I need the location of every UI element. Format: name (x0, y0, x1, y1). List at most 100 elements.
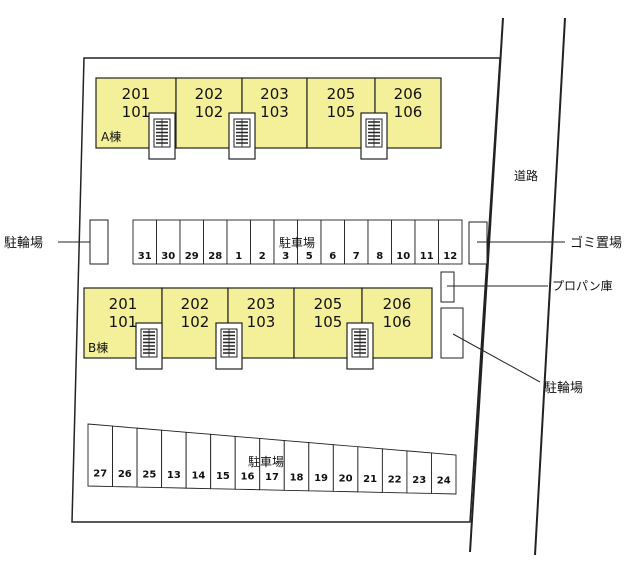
parking-space-14: 14 (185, 431, 212, 490)
parking-space-10: 10 (391, 219, 416, 265)
parking-space-number: 31 (138, 251, 152, 262)
unit-number-lower: 101 (122, 103, 151, 121)
stair-icon (135, 322, 163, 370)
garbage-label: ゴミ置場 (570, 235, 622, 251)
parking-space-number: 25 (142, 469, 156, 480)
parking-space-25: 25 (136, 427, 163, 489)
parking-space-21: 21 (357, 446, 383, 493)
propane-storage (440, 271, 455, 303)
parking-space-number: 10 (396, 251, 410, 262)
parking-space-22: 22 (381, 448, 408, 494)
unit-number-upper: 201 (122, 85, 151, 103)
unit-number-lower: 101 (109, 313, 138, 331)
parking-space-number: 24 (437, 476, 451, 487)
unit-number-lower: 103 (260, 103, 289, 121)
parking-space-number: 29 (185, 251, 199, 262)
parking-space-6: 6 (320, 219, 345, 265)
parking-space-13: 13 (161, 429, 187, 489)
unit-number-upper: 203 (247, 295, 276, 313)
parking-space-2: 2 (250, 219, 275, 265)
parking-space-number: 22 (388, 475, 402, 486)
parking-space-number: 1 (235, 251, 242, 262)
building-b-label: B棟 (88, 340, 108, 355)
unit-number-lower: 105 (314, 313, 343, 331)
parking-space-24: 24 (431, 452, 457, 495)
unit-number-lower: 102 (181, 313, 210, 331)
parking-space-number: 6 (329, 251, 336, 262)
parking-bottom: 27 26 25 13 14 15 16 17 18 19 20 21 22 23 24 (87, 423, 457, 495)
road-edge-right (534, 17, 566, 556)
unit-number-upper: 205 (327, 85, 356, 103)
unit-number-lower: 106 (383, 313, 412, 331)
unit-number-lower: 105 (327, 103, 356, 121)
parking-space-number: 26 (118, 469, 132, 480)
parking-middle-label: 駐車場 (279, 235, 315, 250)
parking-space-number: 7 (353, 251, 360, 262)
parking-space-19: 19 (308, 442, 334, 492)
unit-number-upper: 205 (314, 295, 343, 313)
parking-space-number: 17 (265, 472, 279, 483)
parking-space-number: 23 (412, 475, 426, 486)
parking-space-number: 14 (191, 470, 205, 481)
unit-number-lower: 106 (394, 103, 423, 121)
parking-space-number: 30 (161, 251, 175, 262)
unit-number-upper: 202 (181, 295, 210, 313)
propane-label: プロパン庫 (552, 279, 613, 293)
bicycle-left-label: 駐輪場 (4, 235, 43, 251)
stair-icon (228, 112, 256, 160)
garbage-area (468, 221, 488, 265)
bicycle-parking-left (89, 219, 109, 265)
parking-space-12: 12 (438, 219, 463, 265)
stair-icon (148, 112, 176, 160)
parking-space-number: 8 (376, 251, 383, 262)
parking-space-3: 3 (273, 219, 298, 265)
stair-icon (346, 322, 374, 370)
parking-space-number: 20 (339, 474, 353, 485)
parking-space-28: 28 (203, 219, 228, 265)
parking-space-15: 15 (210, 433, 236, 490)
parking-space-number: 19 (314, 473, 328, 484)
parking-space-29: 29 (179, 219, 204, 265)
parking-space-number: 16 (241, 471, 255, 482)
parking-bottom-label: 駐車場 (248, 454, 284, 469)
parking-space-number: 15 (216, 471, 230, 482)
parking-space-27: 27 (87, 423, 113, 487)
unit-number-upper: 206 (394, 85, 423, 103)
bicycle-parking-right (440, 307, 464, 359)
parking-space-30: 30 (156, 219, 181, 265)
parking-space-number: 18 (290, 473, 304, 484)
parking-space-number: 12 (443, 251, 457, 262)
parking-space-8: 8 (367, 219, 392, 265)
building-a-label: A棟 (101, 129, 121, 144)
parking-space-number: 2 (259, 251, 266, 262)
parking-space-31: 31 (132, 219, 157, 265)
parking-space-1: 1 (226, 219, 251, 265)
unit-number-lower: 103 (247, 313, 276, 331)
road-label: 道路 (514, 168, 538, 183)
unit-number-upper: 201 (109, 295, 138, 313)
parking-space-7: 7 (344, 219, 369, 265)
stair-icon (360, 112, 388, 160)
parking-space-20: 20 (332, 444, 359, 493)
parking-space-number: 21 (363, 474, 377, 485)
parking-space-number: 13 (167, 470, 181, 481)
parking-space-18: 18 (283, 440, 310, 492)
parking-space-number: 5 (306, 251, 313, 262)
bicycle-right-leader (452, 333, 541, 383)
parking-space-26: 26 (112, 425, 138, 488)
unit-number-upper: 202 (195, 85, 224, 103)
unit-number-lower: 102 (195, 103, 224, 121)
parking-space-number: 28 (208, 251, 222, 262)
parking-space-11: 11 (414, 219, 439, 265)
unit-number-upper: 206 (383, 295, 412, 313)
lot-boundary (71, 57, 501, 523)
parking-space-number: 27 (93, 468, 107, 479)
stair-icon (215, 322, 243, 370)
parking-space-number: 11 (420, 251, 434, 262)
parking-space-23: 23 (406, 450, 432, 494)
